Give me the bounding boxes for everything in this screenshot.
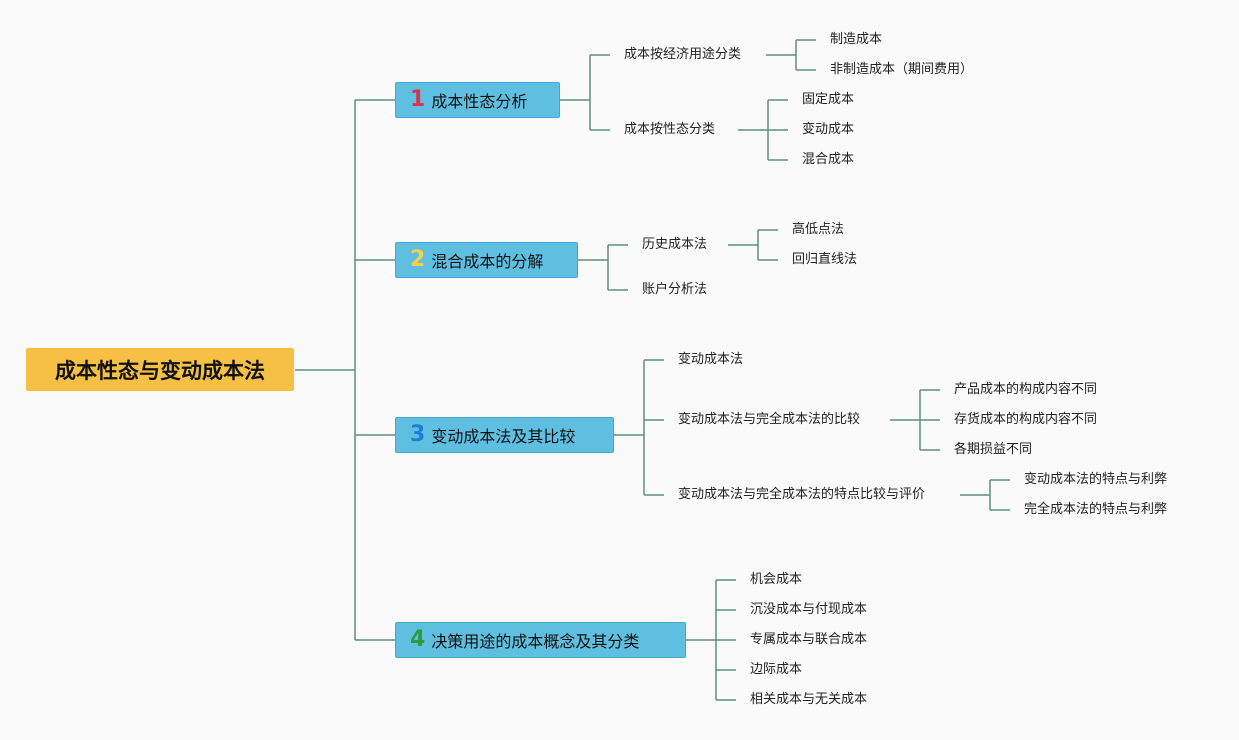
subtopic-label[interactable]: 变动成本法 xyxy=(678,352,744,367)
root-topic[interactable]: 成本性态与变动成本法 xyxy=(26,348,294,391)
subtopic-label[interactable]: 机会成本 xyxy=(750,572,803,587)
subtopic-label[interactable]: 相关成本与无关成本 xyxy=(750,692,868,707)
leaf-label[interactable]: 存货成本的构成内容不同 xyxy=(954,412,1098,427)
leaf-label[interactable]: 各期损益不同 xyxy=(954,442,1033,457)
leaf-label[interactable]: 回归直线法 xyxy=(792,252,858,267)
leaf-label[interactable]: 变动成本 xyxy=(802,122,855,137)
branch-number-3: 3 xyxy=(410,422,426,447)
leaf-label[interactable]: 固定成本 xyxy=(802,92,855,107)
leaf-label[interactable]: 完全成本法的特点与利弊 xyxy=(1024,502,1168,517)
subtopic-label[interactable]: 成本按性态分类 xyxy=(624,122,716,137)
branch-number-2: 2 xyxy=(410,247,426,272)
subtopic-label[interactable]: 变动成本法与完全成本法的特点比较与评价 xyxy=(678,487,926,502)
leaf-label[interactable]: 变动成本法的特点与利弊 xyxy=(1024,472,1168,487)
subtopic-label[interactable]: 成本按经济用途分类 xyxy=(624,47,742,62)
branch-topic-1[interactable]: 1 成本性态分析 xyxy=(395,82,560,118)
subtopic-label[interactable]: 边际成本 xyxy=(750,662,803,677)
branch-topic-4[interactable]: 4 决策用途的成本概念及其分类 xyxy=(395,622,686,658)
subtopic-label[interactable]: 专属成本与联合成本 xyxy=(750,632,868,647)
subtopic-label[interactable]: 历史成本法 xyxy=(642,237,708,252)
branch-label-3: 变动成本法及其比较 xyxy=(431,427,576,446)
subtopic-label[interactable]: 账户分析法 xyxy=(642,282,708,297)
branch-label-4: 决策用途的成本概念及其分类 xyxy=(431,632,640,651)
branch-label-2: 混合成本的分解 xyxy=(431,252,544,271)
branch-topic-2[interactable]: 2 混合成本的分解 xyxy=(395,242,578,278)
leaf-label[interactable]: 制造成本 xyxy=(830,32,883,47)
leaf-label[interactable]: 混合成本 xyxy=(802,152,855,167)
leaf-label[interactable]: 高低点法 xyxy=(792,222,845,237)
branch-topic-3[interactable]: 3 变动成本法及其比较 xyxy=(395,417,614,453)
leaf-label[interactable]: 产品成本的构成内容不同 xyxy=(954,382,1098,397)
leaf-label[interactable]: 非制造成本（期间费用） xyxy=(830,62,974,77)
subtopic-label[interactable]: 变动成本法与完全成本法的比较 xyxy=(678,412,861,427)
subtopic-label[interactable]: 沉没成本与付现成本 xyxy=(750,602,868,617)
branch-number-1: 1 xyxy=(410,87,426,112)
branch-number-4: 4 xyxy=(410,627,426,652)
branch-label-1: 成本性态分析 xyxy=(431,92,528,111)
